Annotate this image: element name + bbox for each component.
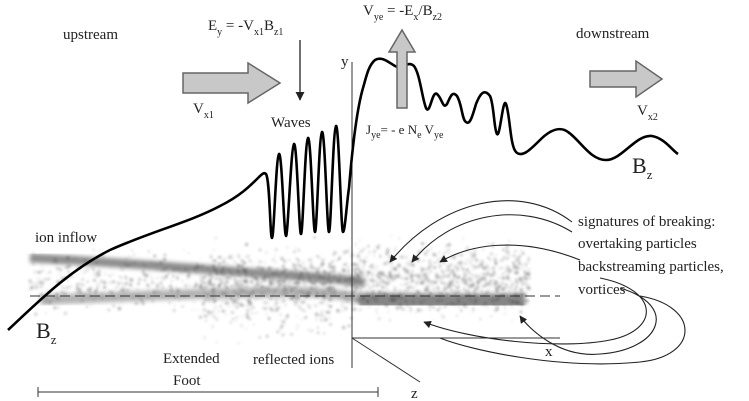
downstream-label: downstream [576, 26, 650, 42]
breaking-pointer-curves [389, 200, 686, 365]
x-axis-label: x [545, 344, 553, 360]
vx2-label: Vx2 [637, 103, 658, 123]
bz-profile-curve [7, 57, 679, 331]
particle-trails [29, 253, 526, 308]
ion-inflow-label: ion inflow [35, 230, 97, 246]
breaking-item: vortices [578, 282, 626, 298]
foot-label: Foot [173, 373, 201, 389]
breaking-item: backstreaming particles, [578, 259, 724, 275]
breaking-title: signatures of breaking: [578, 214, 715, 230]
ey-equation: Ey = -Vx1Bz1 [208, 18, 283, 38]
breaking-signatures: signatures of breaking: overtaking parti… [578, 214, 724, 298]
waves-label: Waves [271, 115, 311, 131]
vye-arrow [387, 28, 417, 109]
z-axis [351, 337, 421, 383]
extended-foot-bracket [37, 387, 379, 397]
z-axis-label: z [411, 386, 418, 401]
coordinate-axes [30, 62, 560, 383]
upstream-flow-arrow [182, 61, 282, 105]
bz-right-label: Bz [632, 153, 653, 182]
extended-label: Extended [163, 351, 220, 367]
downstream-flow-arrow [589, 59, 664, 99]
upstream-label: upstream [63, 27, 118, 43]
breaking-item: overtaking particles [578, 236, 697, 252]
jye-equation: Jye= - e Ne Vye [366, 122, 444, 141]
vye-equation: Vye = -Ex/Bz2 [363, 3, 442, 23]
vx1-label: Vx1 [193, 101, 214, 121]
reflected-ions-label: reflected ions [253, 352, 334, 368]
bz-left-label: Bz [36, 318, 57, 347]
y-axis-label: y [341, 54, 349, 70]
